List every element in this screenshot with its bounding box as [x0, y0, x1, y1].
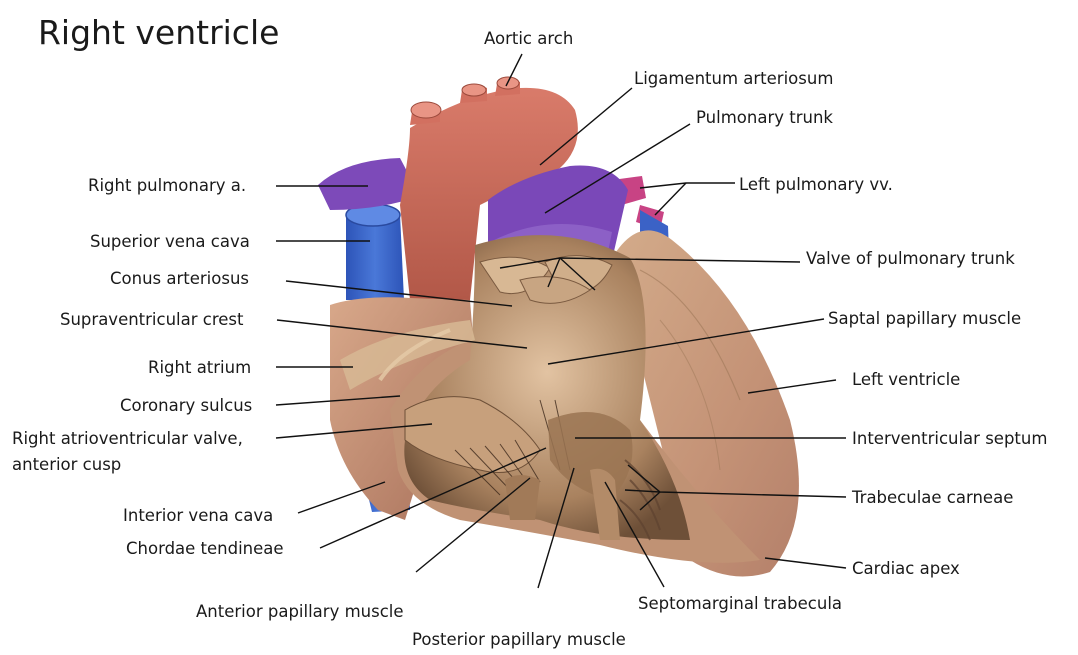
diagram-title: Right ventricle: [38, 13, 279, 52]
label-saptal-papillary-muscle: Saptal papillary muscle: [828, 309, 1021, 328]
label-supraventricular-crest: Supraventricular crest: [60, 310, 244, 329]
label-pulmonary-trunk: Pulmonary trunk: [696, 108, 833, 127]
leader-cardiac-apex: [765, 558, 846, 568]
label-right-av-valve-line1: Right atrioventricular valve,: [12, 429, 243, 448]
label-chordae-tendineae: Chordae tendineae: [126, 539, 284, 558]
leader-left-pulmonary-vv-2: [655, 183, 686, 215]
label-right-pulmonary-a: Right pulmonary a.: [88, 176, 246, 195]
label-posterior-papillary-muscle: Posterior papillary muscle: [412, 630, 626, 649]
anterior-papillary-muscle-shape: [505, 475, 540, 520]
label-conus-arteriosus: Conus arteriosus: [110, 269, 249, 288]
label-ligamentum-arteriosum: Ligamentum arteriosum: [634, 69, 833, 88]
label-coronary-sulcus: Coronary sulcus: [120, 396, 252, 415]
label-anterior-papillary-muscle: Anterior papillary muscle: [196, 602, 404, 621]
label-aortic-arch: Aortic arch: [484, 29, 573, 48]
leader-left-pulmonary-vv: [640, 183, 735, 188]
label-superior-vena-cava: Superior vena cava: [90, 232, 250, 251]
label-left-pulmonary-vv: Left pulmonary vv.: [739, 175, 893, 194]
label-interventricular-septum: Interventricular septum: [852, 429, 1047, 448]
label-septomarginal-trabecula: Septomarginal trabecula: [638, 594, 842, 613]
heart-illustration: [318, 77, 799, 576]
label-valve-of-pulmonary-trunk: Valve of pulmonary trunk: [806, 249, 1015, 268]
label-cardiac-apex: Cardiac apex: [852, 559, 960, 578]
label-left-ventricle: Left ventricle: [852, 370, 960, 389]
label-right-av-valve-line2: anterior cusp: [12, 455, 121, 474]
label-trabeculae-carneae: Trabeculae carneae: [851, 488, 1013, 507]
label-interior-vena-cava: Interior vena cava: [123, 506, 273, 525]
label-right-atrium: Right atrium: [148, 358, 251, 377]
